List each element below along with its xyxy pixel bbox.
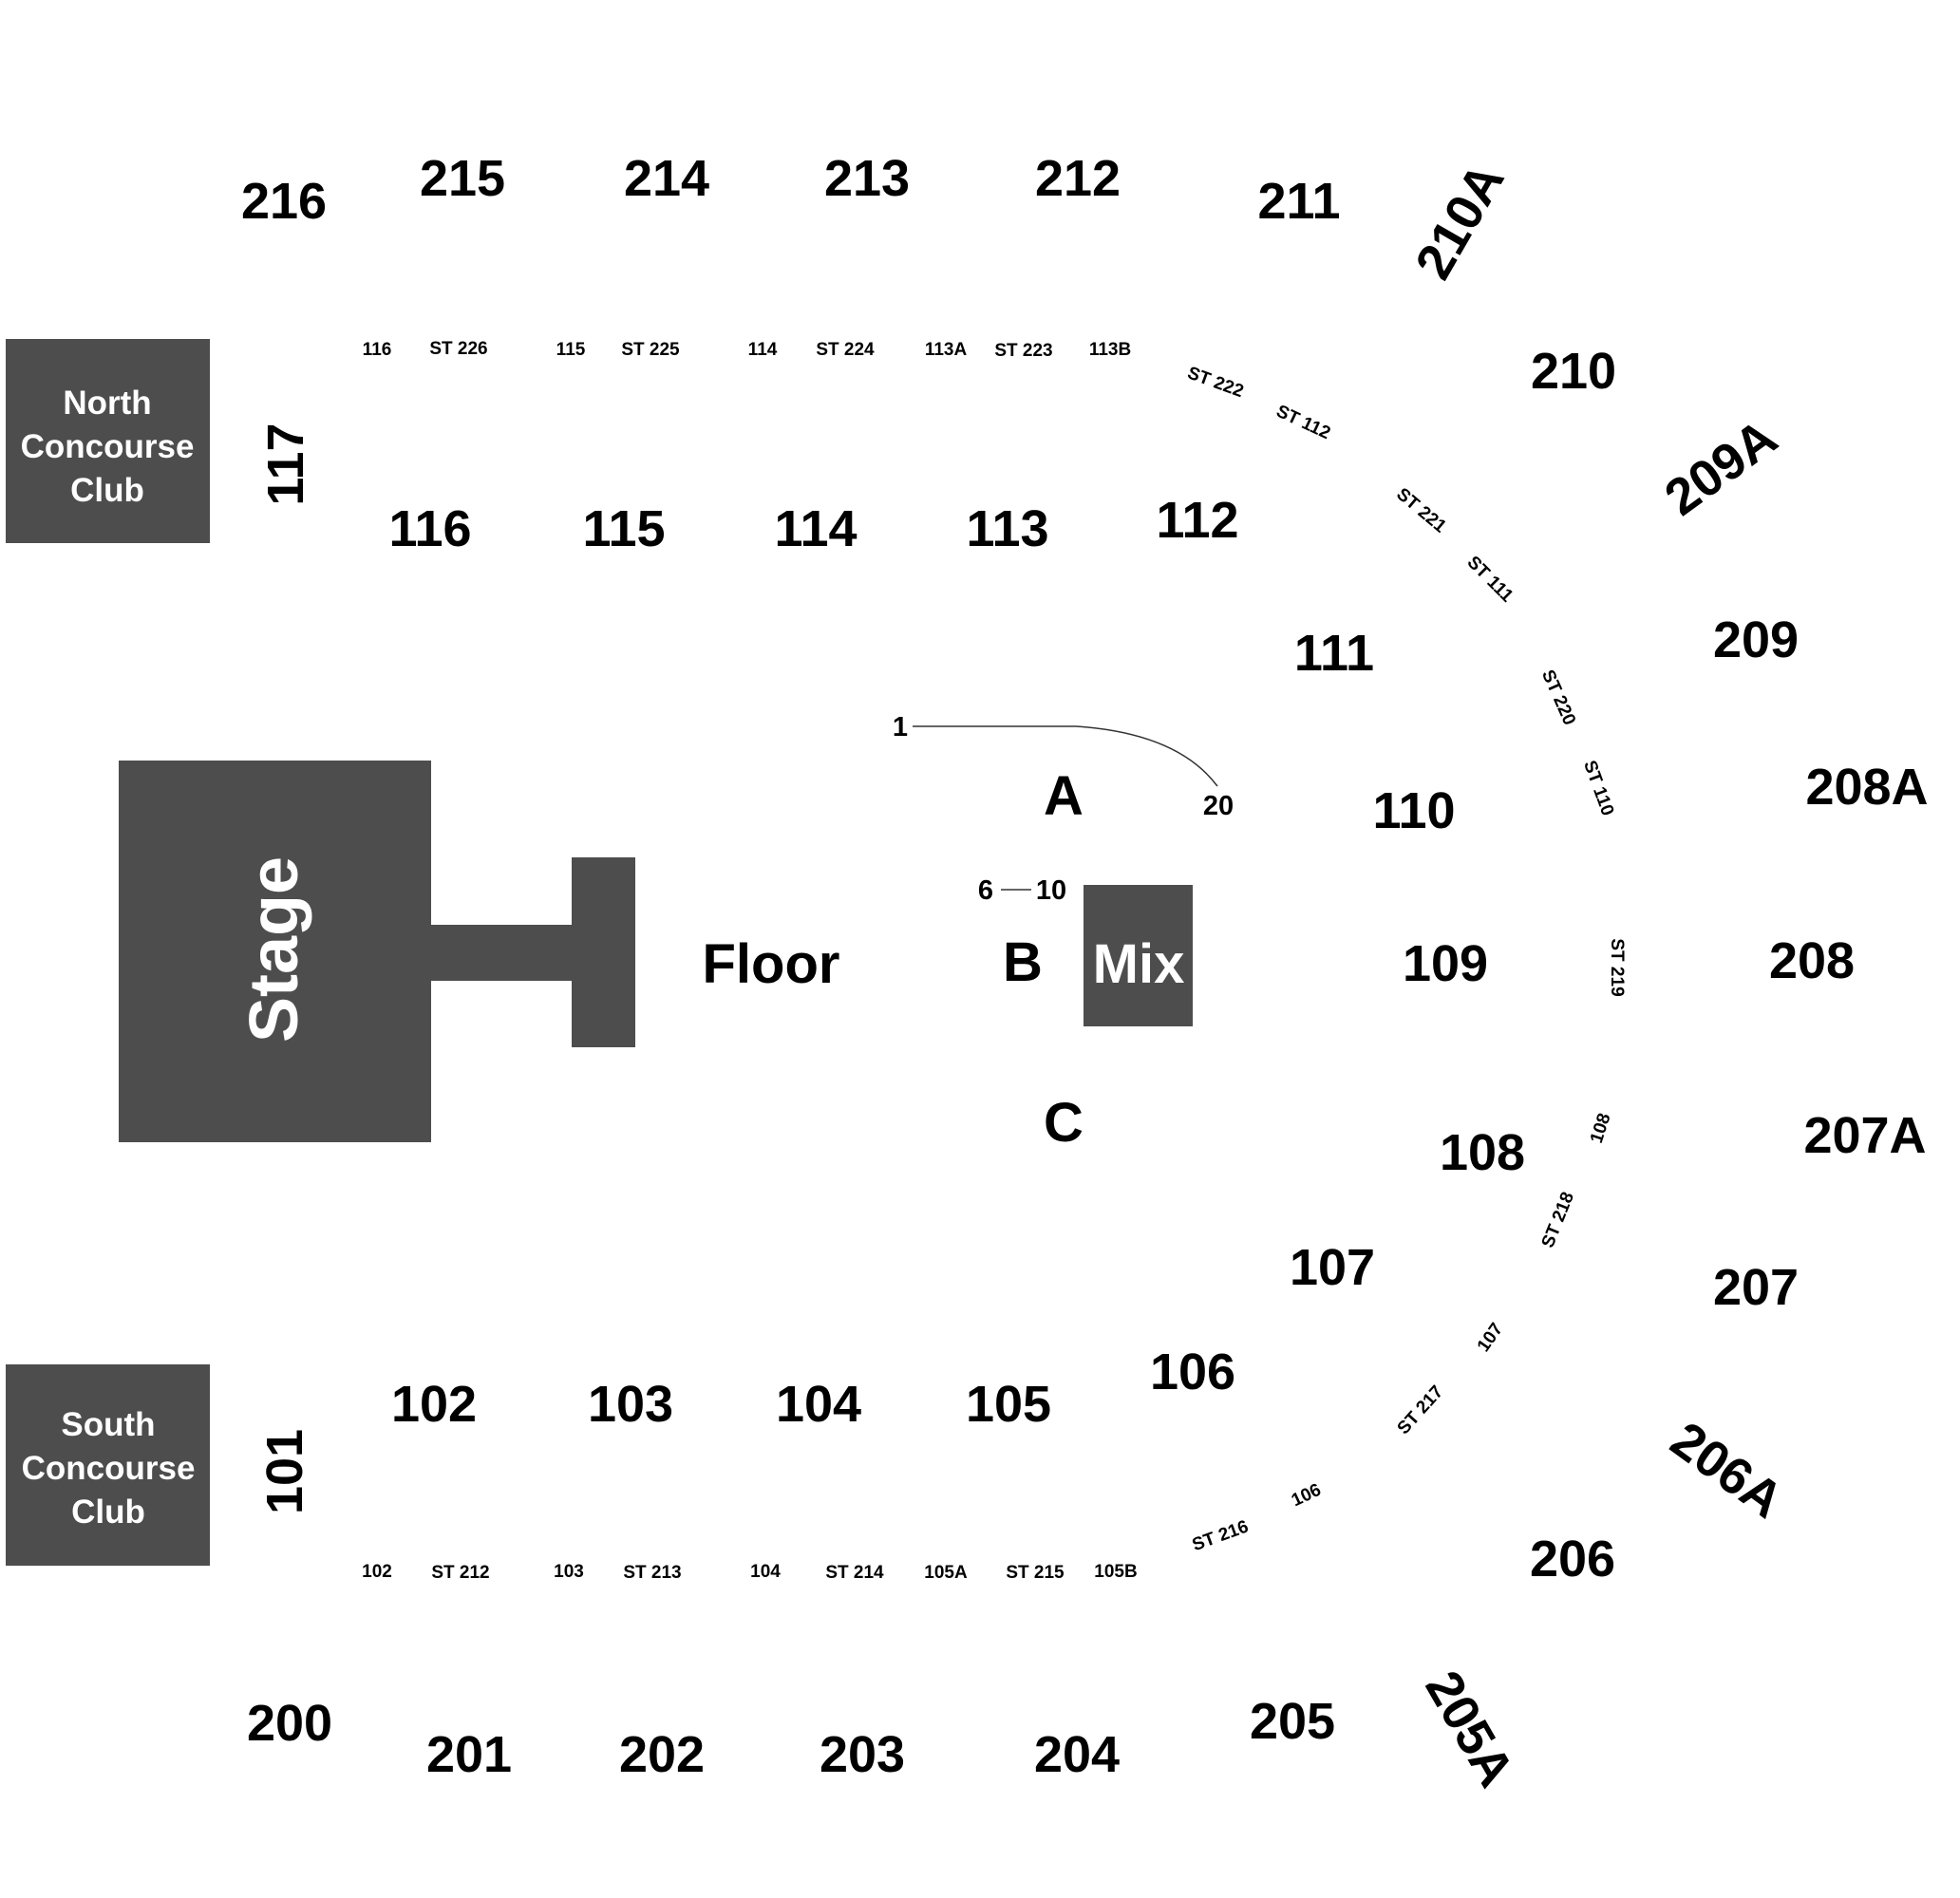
section-111[interactable]: 111 [1294,625,1374,682]
suite-label[interactable]: 103 [554,1562,584,1582]
row-label-a-start: 1 [893,712,908,742]
south-club-label-line1: South [61,1406,155,1443]
suite-label[interactable]: ST 225 [621,340,680,360]
south-concourse-club[interactable]: South Concourse Club [6,1364,210,1566]
row-label-b-end: 10 [1036,875,1066,906]
row-range-a-line [913,725,1218,787]
section-209[interactable]: 209 [1713,611,1799,668]
section-103[interactable]: 103 [588,1376,673,1433]
mix-label: Mix [1093,933,1185,995]
section-109[interactable]: 109 [1403,935,1488,992]
section-104[interactable]: 104 [776,1376,861,1433]
suite-label[interactable]: 114 [748,340,778,360]
section-207[interactable]: 207 [1713,1259,1799,1316]
suite-label[interactable]: ST 226 [429,339,487,359]
section-208[interactable]: 208 [1769,932,1855,989]
section-216[interactable]: 216 [241,173,327,230]
section-202[interactable]: 202 [619,1726,705,1783]
north-concourse-club[interactable]: North Concourse Club [6,339,210,543]
mix-position: Mix [1084,885,1193,1026]
section-113[interactable]: 113 [966,500,1048,557]
section-206[interactable]: 206 [1530,1531,1615,1588]
suite-label[interactable]: ST 213 [623,1563,681,1583]
section-116[interactable]: 116 [388,500,471,557]
floor-section-b[interactable]: B [1003,931,1043,993]
section-211[interactable]: 211 [1257,173,1340,230]
section-105[interactable]: 105 [966,1376,1051,1433]
north-club-label-line1: North [63,385,151,422]
stage-label: Stage [236,856,312,1043]
section-114[interactable]: 114 [774,500,857,557]
section-115[interactable]: 115 [582,500,665,557]
section-201[interactable]: 201 [426,1726,512,1783]
stage: Stage [119,761,635,1142]
section-107[interactable]: 107 [1290,1239,1375,1296]
suite-label[interactable]: 115 [556,340,586,360]
suite-label[interactable]: ST 219 [1607,938,1627,996]
north-club-label-line3: Club [70,472,144,509]
section-110[interactable]: 110 [1372,782,1455,839]
suite-label[interactable]: ST 224 [816,340,875,360]
section-203[interactable]: 203 [820,1726,905,1783]
mix-block [1084,885,1193,1026]
suite-label[interactable]: ST 223 [994,341,1052,361]
south-club-label-line3: Club [71,1494,145,1531]
section-112[interactable]: 112 [1156,492,1238,549]
suite-label[interactable]: 116 [363,340,392,360]
suite-label[interactable]: 102 [362,1562,392,1582]
south-concourse-club-block [6,1364,210,1566]
section-106[interactable]: 106 [1150,1344,1235,1400]
section-210[interactable]: 210 [1531,343,1616,400]
section-108[interactable]: 108 [1440,1124,1525,1181]
section-213[interactable]: 213 [824,150,910,207]
section-102[interactable]: 102 [391,1376,477,1433]
stage-block [119,761,635,1142]
floor-section-c[interactable]: C [1044,1092,1084,1154]
suite-label[interactable]: 113A [925,340,968,360]
section-214[interactable]: 214 [624,150,709,207]
section-205[interactable]: 205 [1250,1693,1335,1750]
suite-label[interactable]: 113B [1089,340,1131,360]
suite-label[interactable]: ST 214 [825,1563,884,1583]
suite-label[interactable]: 105A [924,1563,968,1583]
section-215[interactable]: 215 [420,150,505,207]
section-208a[interactable]: 208A [1805,759,1928,816]
section-204[interactable]: 204 [1034,1726,1120,1783]
row-label-a-end: 20 [1203,791,1234,821]
section-117[interactable]: 117 [257,423,314,505]
suite-label[interactable]: 105B [1094,1562,1137,1582]
row-label-b-start: 6 [978,875,993,906]
section-200[interactable]: 200 [247,1695,332,1752]
section-212[interactable]: 212 [1035,150,1121,207]
floor-label[interactable]: Floor [703,933,840,995]
north-concourse-club-block [6,339,210,543]
suite-label[interactable]: ST 212 [431,1563,489,1583]
section-207a[interactable]: 207A [1803,1107,1926,1164]
suite-label[interactable]: 104 [750,1562,781,1582]
north-club-label-line2: Concourse [21,428,195,465]
suite-label[interactable]: ST 215 [1006,1563,1065,1583]
south-club-label-line2: Concourse [22,1450,196,1487]
section-101[interactable]: 101 [256,1429,313,1514]
floor-section-a[interactable]: A [1044,765,1084,827]
